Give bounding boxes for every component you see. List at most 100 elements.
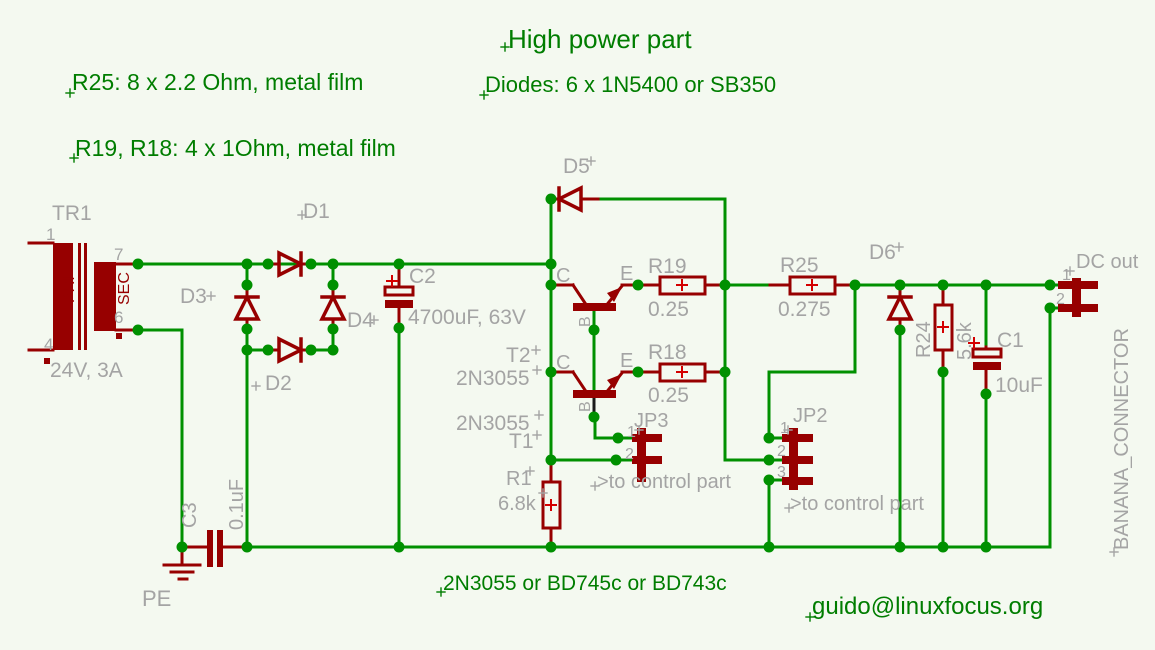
transistor-t1-base-bar bbox=[573, 390, 616, 398]
junction-dot bbox=[241, 344, 253, 356]
resistor-r24-body bbox=[933, 303, 954, 352]
junction-dot bbox=[393, 258, 405, 270]
junction-dot bbox=[327, 344, 339, 356]
junction-dot bbox=[763, 541, 775, 553]
junction-dot bbox=[632, 279, 644, 291]
junction-dot bbox=[241, 323, 253, 335]
diode-d5 bbox=[555, 185, 583, 213]
junction-dot bbox=[545, 454, 557, 466]
junction-dot bbox=[327, 279, 339, 291]
value-r25: 0.275 bbox=[778, 298, 831, 321]
connector-jp2-pin3-stub bbox=[782, 477, 813, 485]
junction-dot bbox=[763, 454, 775, 466]
capacitor-c2-positive-plate bbox=[383, 285, 415, 297]
note-diodes-spec: Diodes: 6 x 1N5400 or SB350 bbox=[485, 72, 776, 97]
junction-dot bbox=[763, 474, 775, 486]
transformer-core-left bbox=[78, 243, 81, 350]
value-c3: 0.1uF bbox=[226, 479, 248, 530]
transformer-sec-winding bbox=[94, 262, 116, 331]
value-c2: 4700uF, 63V bbox=[408, 306, 526, 329]
junction-dot bbox=[393, 322, 405, 334]
value-t2-type: 2N3055 bbox=[456, 367, 530, 390]
junction-dot bbox=[393, 541, 405, 553]
label-t2-emitter: E bbox=[620, 263, 633, 285]
capacitor-c1-negative-plate bbox=[973, 362, 1001, 370]
junction-dot bbox=[176, 541, 188, 553]
resistor-r19-body bbox=[658, 275, 707, 296]
junction-dot bbox=[1044, 279, 1056, 291]
junction-dot bbox=[132, 324, 144, 336]
label-d6: D6 bbox=[869, 241, 896, 264]
junction-dot bbox=[1044, 302, 1056, 314]
value-c1: 10uF bbox=[995, 374, 1043, 397]
label-d3: D3 bbox=[180, 285, 207, 308]
connector-jp3-pin2-stub bbox=[632, 456, 662, 464]
label-jp2: JP2 bbox=[793, 405, 827, 427]
transistor-t1-emitter-arrow bbox=[607, 374, 622, 389]
junction-dot bbox=[132, 258, 144, 270]
pin-label-jp3-1: 1 bbox=[627, 424, 636, 441]
junction-dot bbox=[610, 454, 622, 466]
junction-dot bbox=[262, 344, 274, 356]
label-c2: C2 bbox=[409, 265, 436, 288]
pin-label-6: 6 bbox=[114, 308, 123, 327]
note-r19-r18-spec: R19, R18: 4 x 1Ohm, metal film bbox=[75, 135, 396, 161]
label-c3: C3 bbox=[179, 502, 201, 528]
transformer-core-right bbox=[84, 243, 87, 350]
junction-dot bbox=[719, 279, 731, 291]
junction-dot bbox=[980, 388, 992, 400]
diode-d6 bbox=[886, 293, 914, 321]
diode-d4 bbox=[319, 293, 347, 321]
label-d4: D4 bbox=[347, 309, 374, 332]
junction-dot bbox=[612, 432, 624, 444]
connector-jp3-pin1-stub bbox=[632, 434, 662, 442]
label-jp3: JP3 bbox=[634, 410, 668, 432]
capacitor-c2-negative-plate bbox=[385, 300, 413, 308]
label-r25: R25 bbox=[780, 254, 819, 277]
junction-dot bbox=[305, 344, 317, 356]
pin-label-dc-1: 1 bbox=[1062, 267, 1071, 284]
label-t2: T2 bbox=[506, 344, 531, 367]
junction-dot bbox=[588, 411, 600, 423]
pin-label-dc-2: 2 bbox=[1056, 291, 1065, 308]
label-d5: D5 bbox=[563, 155, 590, 178]
label-pri: PRI bbox=[61, 276, 78, 303]
diode-d3 bbox=[233, 293, 261, 321]
label-transformer-rating: 24V, 3A bbox=[50, 359, 123, 382]
note-jp3-to-control: >to control part bbox=[597, 471, 731, 493]
junction-dot bbox=[849, 279, 861, 291]
transformer-pri-winding bbox=[53, 243, 73, 350]
junction-dot bbox=[894, 279, 906, 291]
resistor-r18-body bbox=[658, 362, 707, 383]
connector-dc-out-pin1-stub bbox=[1058, 281, 1098, 289]
junction-dot bbox=[545, 366, 557, 378]
origin-pad-transformer bbox=[44, 358, 50, 364]
capacitor-c3-plate-right bbox=[217, 530, 223, 567]
label-r1: R1 bbox=[506, 468, 532, 490]
label-dc-out: DC out bbox=[1076, 251, 1139, 273]
label-c1: C1 bbox=[997, 329, 1024, 352]
note-r25-spec: R25: 8 x 2.2 Ohm, metal film bbox=[72, 69, 363, 95]
label-r18: R18 bbox=[648, 341, 687, 364]
junction-dot bbox=[241, 258, 253, 270]
junction-dot bbox=[545, 258, 557, 270]
junction-dot bbox=[980, 279, 992, 291]
junction-dot bbox=[545, 541, 557, 553]
value-r1: 6.8k bbox=[498, 493, 537, 515]
resistor-r25-body bbox=[788, 275, 837, 296]
connector-jp3-body bbox=[637, 428, 646, 482]
junction-dot bbox=[763, 432, 775, 444]
pin-label-4: 4 bbox=[44, 335, 53, 354]
label-t2-base: B bbox=[577, 316, 594, 327]
junction-dot bbox=[937, 541, 949, 553]
capacitor-c3-plate-left bbox=[207, 530, 213, 567]
label-t1-collector: C bbox=[556, 352, 570, 374]
connector-dc-out-pin2-stub bbox=[1058, 304, 1098, 312]
value-r19: 0.25 bbox=[648, 298, 689, 321]
junction-dot bbox=[545, 279, 557, 291]
junction-dot bbox=[719, 366, 731, 378]
label-r24: R24 bbox=[913, 321, 935, 358]
capacitor-c1-positive-plate bbox=[971, 347, 1003, 359]
pin-label-jp2-1: 1 bbox=[780, 420, 789, 437]
